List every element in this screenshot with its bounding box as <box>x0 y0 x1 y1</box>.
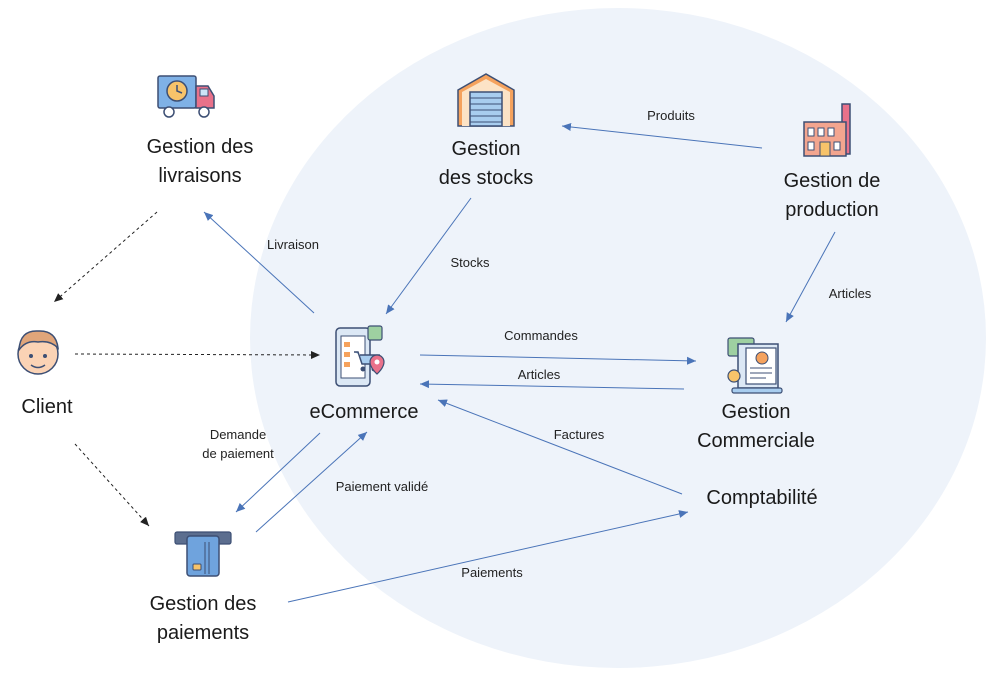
dashed-arrow-client-ecommerce <box>74 350 321 359</box>
edge-label-articles-production: Articles <box>828 286 872 301</box>
dashed-arrow-livraisons-client <box>53 211 158 303</box>
edge-label-stocks: Stocks <box>450 255 490 270</box>
card-terminal-icon <box>174 531 232 577</box>
arrow-livraison <box>203 211 315 314</box>
arrow-paiements <box>287 510 689 603</box>
node-label-paiements: Gestion des paiements <box>113 590 293 648</box>
edge-label-articles-commerciale: Articles <box>517 367 561 382</box>
node-label-ecommerce: eCommerce <box>309 401 419 423</box>
node-label-production-line2: production <box>785 199 879 221</box>
arrow-commandes <box>419 354 697 365</box>
node-label-comptabilite: Comptabilité <box>706 487 818 509</box>
edge-label-paiements: Paiements <box>461 565 523 580</box>
arrow-articles-production <box>785 231 836 323</box>
node-label-stocks: Gestion des stocks <box>406 135 566 193</box>
node-label-stocks-line1: Gestion <box>451 138 521 160</box>
edge-label-produits: Produits <box>647 108 695 123</box>
person-avatar-icon <box>17 330 59 375</box>
node-label-stocks-line2: des stocks <box>438 167 534 189</box>
node-label-client: Client <box>21 396 73 418</box>
node-label-livraisons-line2: livraisons <box>158 165 242 187</box>
edge-label-livraison: Livraison <box>266 237 320 252</box>
node-label-commerciale-line2: Commerciale <box>697 430 815 452</box>
factory-icon <box>803 103 851 157</box>
arrow-stocks <box>385 197 472 315</box>
node-label-paiements-line1: Gestion des <box>149 593 257 615</box>
node-label-paiements-line2: paiements <box>156 622 250 644</box>
edge-label-paiement-valide: Paiement validé <box>335 479 429 494</box>
arrow-factures <box>437 399 683 495</box>
background-circle <box>250 8 986 668</box>
warehouse-icon <box>457 73 515 127</box>
edge-label-factures: Factures <box>553 427 605 442</box>
node-label-commerciale: Gestion Commerciale <box>676 398 836 456</box>
arrow-produits <box>561 123 763 149</box>
node-label-commerciale-line1: Gestion <box>721 401 791 423</box>
edge-label-demande-paiement: Demande de paiement <box>183 425 293 463</box>
node-label-livraisons-line1: Gestion des <box>146 136 254 158</box>
edge-label-commandes: Commandes <box>504 328 578 343</box>
node-label-production: Gestion de production <box>752 167 912 225</box>
edge-label-demande-line1: Demande <box>209 427 267 442</box>
node-label-livraisons: Gestion des livraisons <box>110 133 290 191</box>
mobile-shopping-icon <box>335 325 385 387</box>
arrow-articles-commerciale <box>419 380 685 390</box>
edge-label-demande-line2: de paiement <box>202 446 274 461</box>
arrow-paiement-valide <box>255 431 368 533</box>
node-label-production-line1: Gestion de <box>783 170 881 192</box>
arrow-demande-paiement <box>235 432 321 513</box>
dashed-arrow-client-paiements <box>74 443 150 527</box>
invoice-laptop-icon <box>727 337 783 394</box>
delivery-truck-icon <box>157 75 215 118</box>
